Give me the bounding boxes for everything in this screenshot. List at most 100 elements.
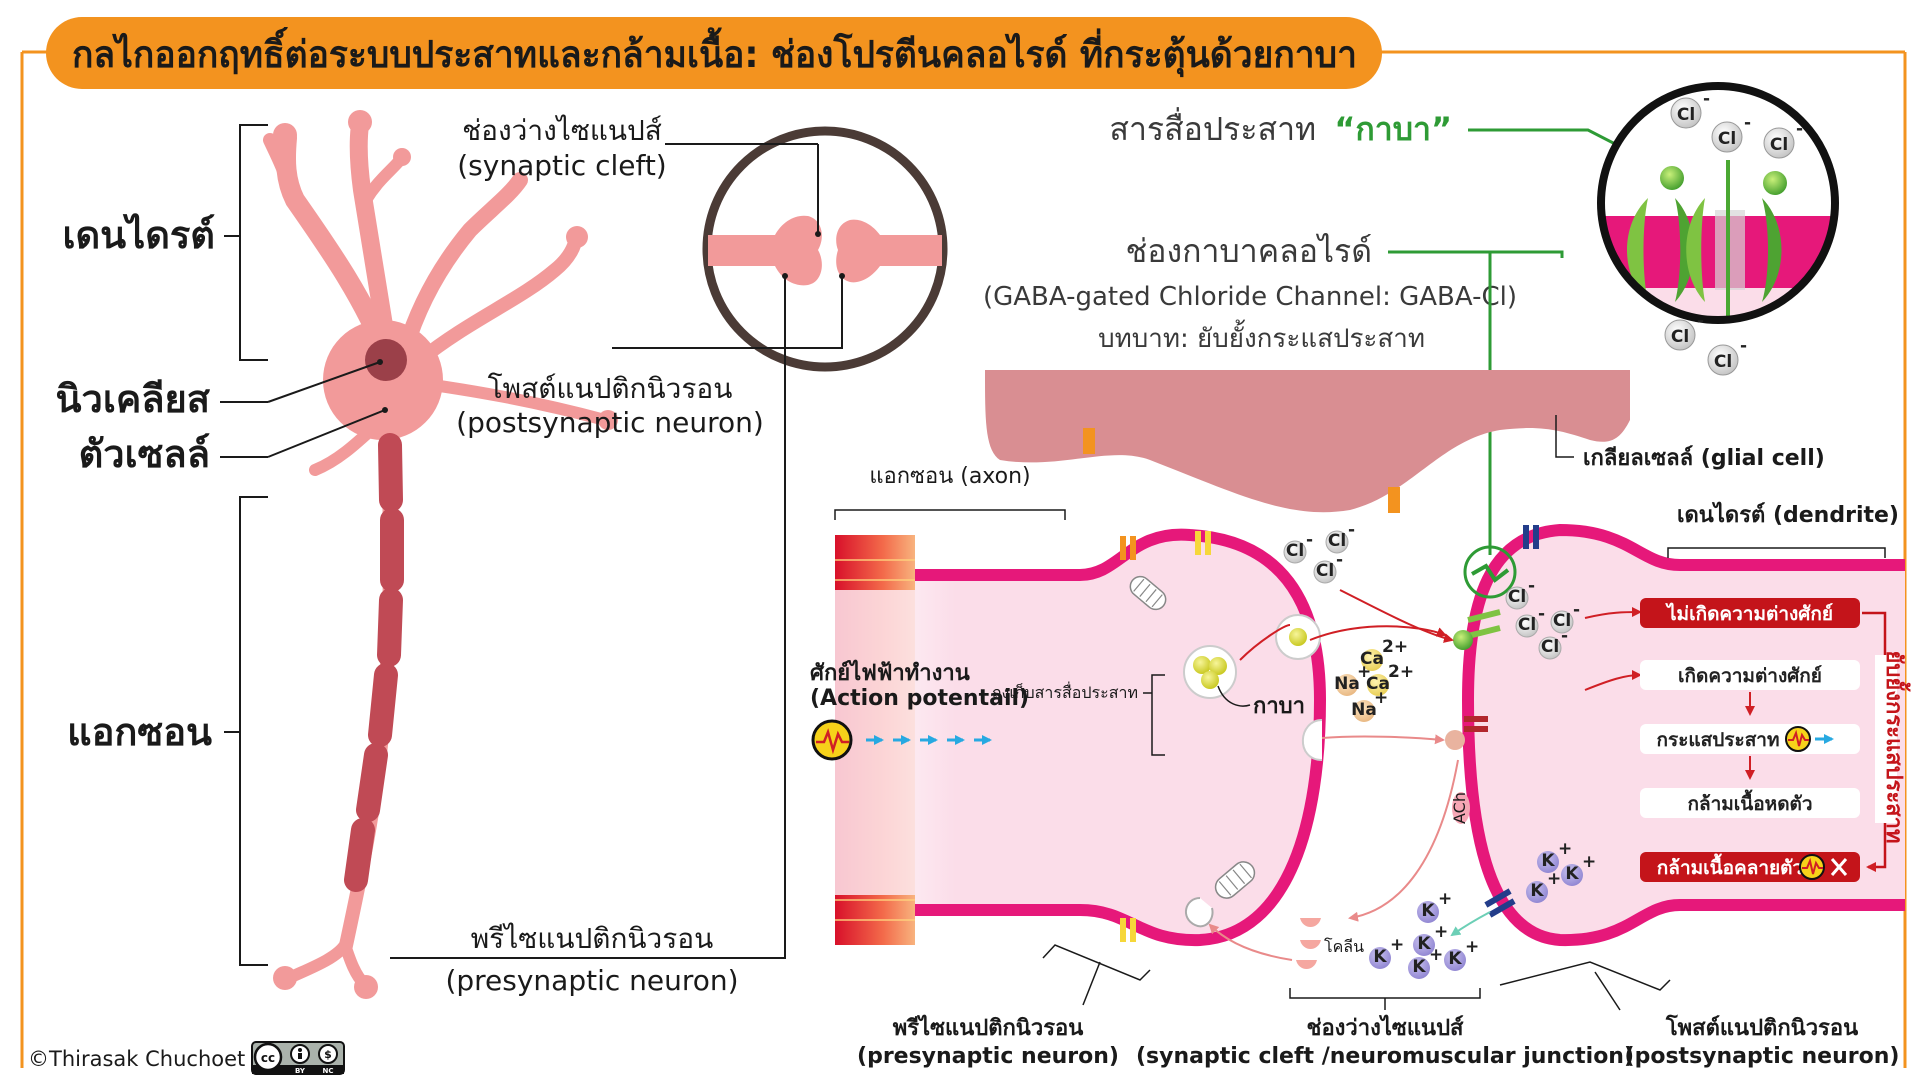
svg-text:K: K [1565,864,1579,884]
axon-top-bracket [834,509,1066,520]
by-text: BY [295,1067,306,1075]
svg-text:-: - [1336,550,1343,570]
channel-subunit [1675,198,1694,302]
svg-text:Cl: Cl [1671,327,1689,347]
gaba-pointer-line [1217,685,1251,707]
membrane-channel [1195,531,1201,555]
na-channel [1464,716,1488,722]
glial-pointer [1555,415,1574,458]
svg-text:-: - [1740,336,1747,356]
cl-ion: Cl- [1711,113,1751,153]
na-to-box-arrow [1584,670,1642,691]
svg-text:+: + [1434,922,1448,942]
channel-label-en: (GABA-gated Chloride Channel: GABA-Cl) [983,282,1517,312]
nucleus-dot [377,359,383,365]
cl-ion-small: Cl- [1313,550,1343,584]
svg-text:-: - [1573,600,1580,620]
credit-text: ©Thirasak Chuchoet [28,1047,245,1071]
svg-text:Ca: Ca [1360,649,1384,669]
svg-text:Cl: Cl [1718,129,1736,149]
svg-text:K: K [1541,851,1555,871]
box-potential [1640,660,1860,690]
neurotransmitter-label: สารสื่อประสาท “กาบา” [1109,107,1452,148]
gaba-channel-highlight [1463,545,1517,599]
membrane-channel [1130,918,1136,942]
bottom-post-en: (postsynaptic neuron) [1625,1044,1900,1069]
gaba-channel-small [1467,625,1501,639]
bottom-cleft-th: ช่องว่างไซแนปส์ [1307,1014,1465,1041]
post-pointer [612,278,843,349]
bottom-labels: พรีไซแนปติกนิวรอน (presynaptic neuron) ช… [857,944,1900,1069]
cl-ion: Cl- [1664,311,1704,351]
bottom-cleft-en: (synaptic cleft /neuromuscular junction) [1136,1044,1634,1069]
ach-enzyme [1452,792,1470,824]
page-title: กลไกออกฤทธิ์ต่อระบบประสาทและกล้ามเนื้อ: … [72,27,1357,78]
svg-text:K: K [1373,947,1387,967]
svg-text:-: - [1796,119,1803,139]
svg-text:Cl: Cl [1518,615,1536,635]
bottom-post-th: โพสต์แนปติกนิวรอน [1665,1014,1858,1041]
choline-half [1300,940,1321,949]
channel-subunit [1686,198,1705,302]
cl-ion-small: Cl- [1505,576,1535,610]
na-ion: Na+ [1334,662,1371,696]
junction-arrows [1208,589,1642,961]
gaba-to-channel-arrow [1309,625,1447,641]
svg-text:Cl: Cl [1677,105,1695,125]
presynaptic-terminal-large: กาบา ถุงเก็บสารสื่อประสาท ศักย์ไฟฟ้าทำงา… [810,528,1327,947]
outcome-panel: ไม่เกิดความต่างศักย์ เกิดความต่างศักย์ ก… [1640,598,1911,882]
svg-text:K: K [1412,957,1426,977]
svg-text:+: + [1374,688,1388,708]
pre-bottom-tick [1082,961,1101,1006]
glial-channel [1083,428,1095,454]
cl-ion-small: Cl- [1550,600,1580,634]
glial-body [985,370,1630,513]
ach-to-choline-arrow [1348,759,1459,922]
svg-text:Cl: Cl [1714,352,1732,372]
synapse-zoom-actual [665,126,948,372]
ach-arrow [1321,734,1445,745]
gaba-released [1289,628,1307,646]
svg-text:K: K [1421,901,1435,921]
action-potential-en: (Action potentail) [810,686,1029,711]
cl-ion: Cl- [1707,336,1747,376]
ach-molecule [1445,730,1465,750]
terminal-bulb [354,975,378,999]
neurotransmitter-prefix: สารสื่อประสาท [1109,107,1316,148]
choline-reuptake-arrow [1208,923,1293,961]
presynaptic-membrane [835,528,1327,947]
action-potential-th: ศักย์ไฟฟ้าทำงาน [810,659,970,686]
dendrite-bracket-right [1667,547,1886,558]
cl-ion-small: Cl- [1283,530,1313,564]
svg-text:-: - [1697,311,1704,331]
channel-label-th: ช่องกาบาคลอไรด์ [1126,232,1372,270]
membrane-channel [1120,918,1126,942]
cleft-bottom-bracket [1289,988,1481,1010]
nc-icon [318,1044,338,1064]
cut-face-stripes [835,559,915,921]
svg-text:$: $ [324,1048,332,1061]
channel-subunit [1762,198,1782,302]
cleft-dot [815,231,821,237]
cc-license-badge: cc $ BY NC [251,1041,345,1075]
box-relax-text: กล้ามเนื้อคลายตัว [1657,853,1803,879]
svg-text:+: + [1438,889,1452,909]
dendrite-tip [598,410,618,430]
post-label-th: โพสต์แนปติกนิวรอน [488,372,733,405]
svg-text:+: + [1582,852,1596,872]
mitochondrion [1214,861,1256,899]
inhibit-label-bg [1875,655,1897,823]
cc-icon [253,1042,283,1072]
channel-role: บทบาท: ยับยั้งกระแสประสาท [1098,319,1425,354]
cl-ion: Cl- [1763,119,1803,159]
ca-ion: Ca2+ [1360,637,1408,671]
k-channel [1488,898,1516,918]
presynaptic-cytoplasm [835,534,1320,941]
zoom-circle-ring [1597,82,1839,324]
cl-ion: Cl- [1670,89,1710,129]
pre-bottom-bracket [1042,944,1151,981]
membrane-channel [1205,531,1211,555]
box-no-potential [1640,598,1860,628]
k-ion: K+ [1526,869,1561,903]
gaba-in-vesicle [1209,657,1227,675]
